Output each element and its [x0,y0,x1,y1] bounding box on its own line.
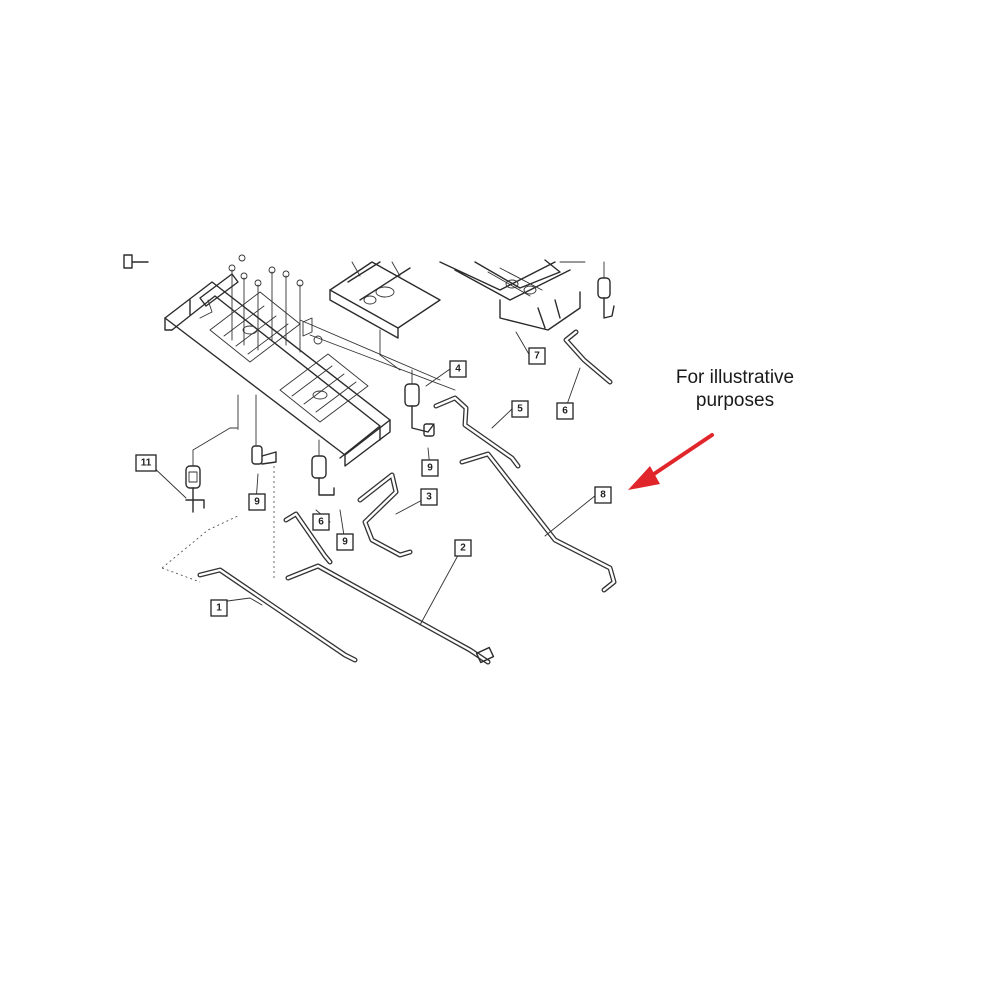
callout-2: 2 [454,539,472,557]
tube-8 [459,451,617,593]
callout-8: 8 [594,486,612,504]
callout-label: 3 [426,492,432,503]
tube-6-right [563,329,613,385]
callout-6-right: 6 [556,402,574,420]
right-burner-frame [299,259,586,391]
callout-11: 11 [135,454,157,472]
callout-label: 8 [600,490,606,501]
left-burner-frame [164,273,391,467]
guide-lines [161,398,275,583]
callout-label: 6 [318,517,324,528]
callout-label: 1 [216,603,222,614]
valve-4 [404,369,435,437]
callout-label: 9 [427,463,433,474]
red-pointer-arrow [628,433,714,490]
illustrative-caption: For illustrative purposes [640,366,830,412]
leader-lines [148,331,597,626]
valve-11 [185,394,239,513]
tube-6-left [283,511,333,565]
callout-label: 2 [460,543,466,554]
callout-label: 4 [455,364,461,375]
callout-label: 11 [141,458,152,469]
callout-3: 3 [420,488,438,506]
callout-label: 9 [254,497,260,508]
valve-right [597,261,615,319]
caption-line-2: purposes [695,390,775,411]
callout-7: 7 [528,347,546,365]
callout-6-center: 6 [312,513,330,531]
callout-9-center: 9 [336,533,354,551]
callout-label: 7 [534,351,540,362]
callout-9-left: 9 [248,493,266,511]
caption-line-1: For illustrative [675,367,795,388]
valve-9-left [251,394,277,465]
callout-label: 5 [517,404,523,415]
callout-1: 1 [210,599,228,617]
callout-label: 6 [562,406,568,417]
tube-5 [433,395,521,469]
tube-2 [285,563,495,665]
callout-label: 9 [342,537,348,548]
mounting-screws [228,254,323,353]
callout-4: 4 [449,360,467,378]
valve-center [311,439,335,496]
callout-5: 5 [511,400,529,418]
tube-1 [197,567,358,663]
callout-9-upper: 9 [421,459,439,477]
frame-edge-fragment [123,254,149,269]
tube-3 [357,472,413,558]
